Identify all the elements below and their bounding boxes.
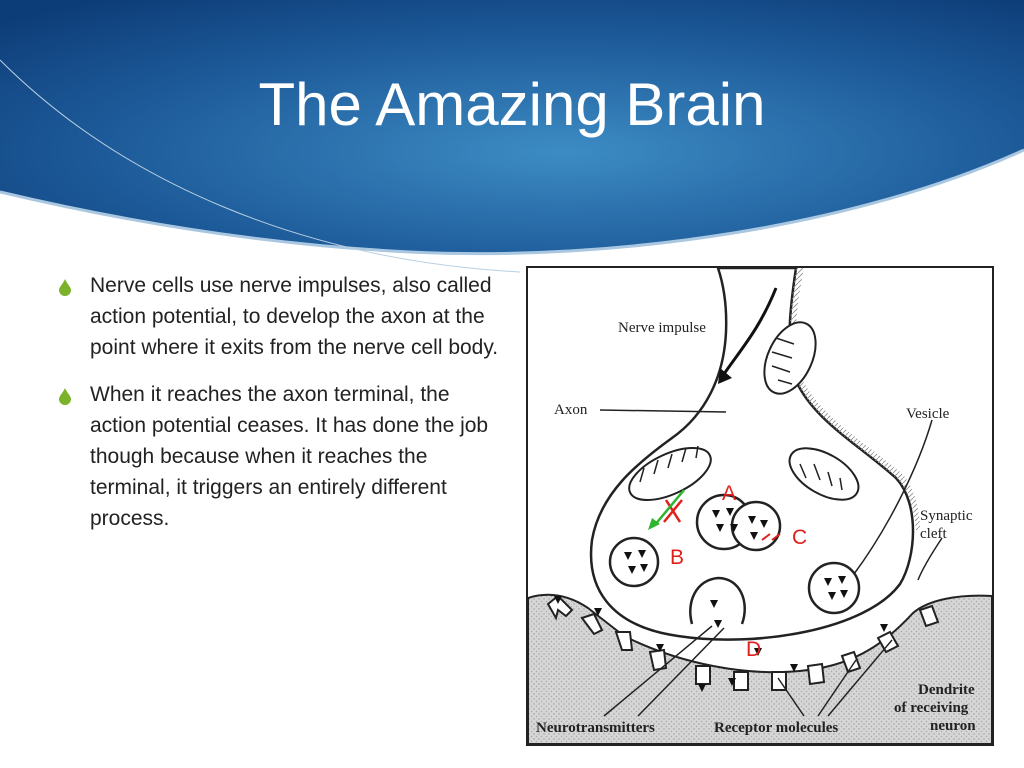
mitochondria	[628, 321, 860, 501]
label-neuron: neuron	[930, 718, 976, 734]
label-axon: Axon	[554, 402, 588, 418]
bullet-item: Nerve cells use nerve impulses, also cal…	[58, 270, 508, 363]
annotation-marks	[648, 489, 781, 541]
label-synaptic: Synaptic	[920, 508, 973, 524]
annotation-d: D	[746, 638, 761, 661]
bullet-text: When it reaches the axon terminal, the a…	[90, 383, 489, 530]
label-cleft: cleft	[920, 526, 947, 542]
label-nerve-impulse: Nerve impulse	[618, 320, 706, 336]
label-neurotransmitters: Neurotransmitters	[536, 720, 655, 736]
annotation-c: C	[792, 526, 807, 549]
receptor-molecules	[546, 594, 940, 691]
leader-lines	[599, 409, 943, 717]
bullet-list: Nerve cells use nerve impulses, also cal…	[58, 270, 508, 550]
bullet-text: Nerve cells use nerve impulses, also cal…	[90, 274, 499, 359]
drop-bullet-icon	[59, 388, 71, 405]
synapse-diagram: A B C D Nerve impulse Axon Vesicle Synap…	[526, 266, 994, 746]
header-background	[0, 0, 1024, 273]
neurotransmitters	[554, 508, 888, 692]
nerve-impulse-arrow	[722, 287, 778, 375]
bullet-item: When it reaches the axon terminal, the a…	[58, 379, 508, 534]
annotation-a: A	[722, 482, 736, 505]
label-of-receiving: of receiving	[894, 700, 969, 716]
label-dendrite: Dendrite	[918, 682, 975, 698]
label-vesicle: Vesicle	[906, 406, 950, 422]
drop-bullet-icon	[59, 279, 71, 296]
label-receptor-molecules: Receptor molecules	[714, 720, 838, 736]
annotation-b: B	[670, 546, 684, 569]
slide-title: The Amazing Brain	[258, 71, 766, 138]
vesicles	[608, 493, 861, 625]
